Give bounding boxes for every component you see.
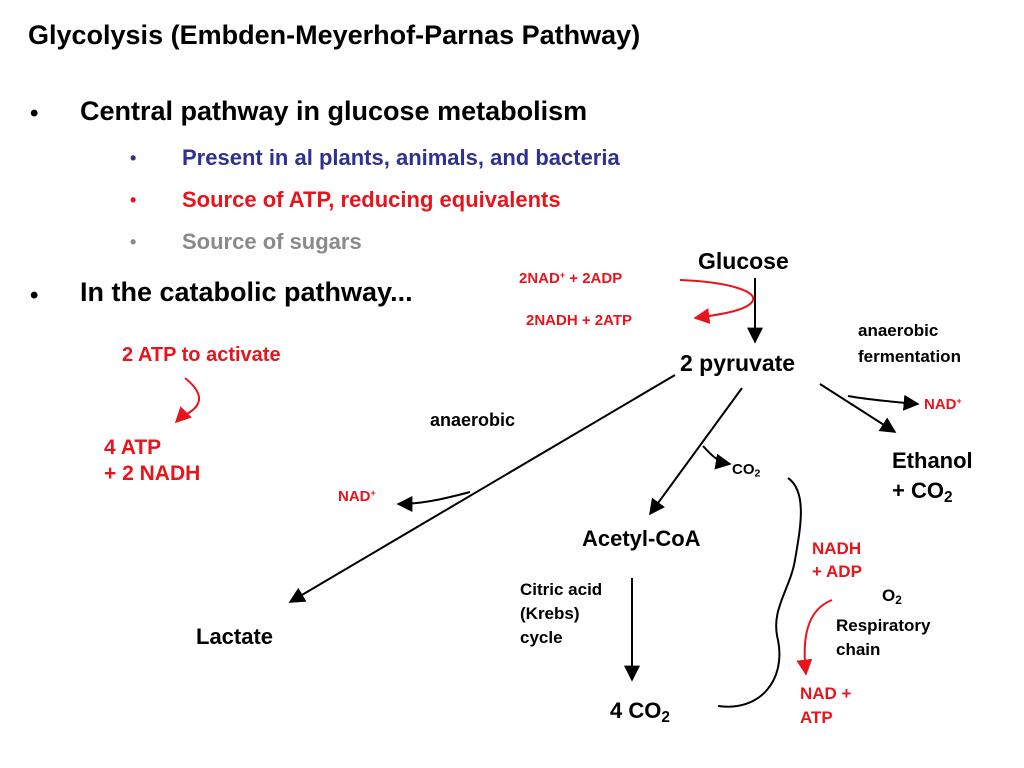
label-respiratory-chain: Respiratory chain [836, 616, 931, 659]
arrow-respiratory [796, 599, 833, 676]
bullet-dot: • [130, 232, 137, 252]
label-co2-small: CO2 [732, 461, 761, 480]
label-o2: O2 [882, 586, 902, 607]
label-nadh-atp: 2NADH + 2ATP [526, 312, 632, 329]
arrow-nad-right [847, 394, 920, 411]
arrow-nad-left [396, 491, 471, 512]
node-acetyl-coa: Acetyl-CoA [582, 526, 701, 551]
connector-co2-brace [717, 477, 802, 708]
node-pyruvate: 2 pyruvate [680, 350, 796, 376]
label-atp-activate: 2 ATP to activate [122, 344, 281, 366]
bullet-central-pathway: Central pathway in glucose metabolism [80, 96, 588, 126]
arrow-pyruvate-ethanol [819, 383, 897, 433]
node-lactate: Lactate [196, 624, 274, 649]
node-glucose: Glucose [698, 248, 789, 274]
arrow-pyruvate-lactate [288, 374, 676, 603]
label-nad-right: NAD+ [924, 396, 962, 413]
label-anaerobic-fermentation: anaerobic fermentation [858, 321, 961, 366]
label-nad-atp: NAD + ATP [800, 684, 852, 727]
node-four-co2: 4 CO2 [610, 698, 670, 726]
slide-title: Glycolysis (Embden-Meyerhof-Parnas Pathw… [28, 20, 641, 50]
bullet-dot: • [130, 190, 137, 210]
bullet-dot: • [30, 100, 39, 127]
label-citric-acid-cycle: Citric acid (Krebs) cycle [520, 580, 603, 647]
bullet-dot: • [130, 148, 137, 168]
node-ethanol: Ethanol + CO2 [892, 448, 973, 506]
bullet-present-in: Present in al plants, animals, and bacte… [182, 145, 620, 170]
label-atp-yield: 4 ATP + 2 NADH [104, 436, 201, 486]
label-nad-left: NAD+ [338, 488, 376, 505]
label-nad-adp: 2NAD+ + 2ADP [519, 270, 623, 287]
bullet-dot: • [30, 282, 39, 309]
bullet-source-atp: Source of ATP, reducing equivalents [182, 187, 561, 212]
bullet-catabolic: In the catabolic pathway... [80, 277, 413, 307]
arrow-atp-activation [174, 377, 200, 424]
label-anaerobic: anaerobic [430, 410, 516, 430]
label-nadh-adp: NADH + ADP [812, 539, 862, 581]
arrow-pyruvate-acetylcoa [649, 387, 743, 516]
bullet-source-sugars: Source of sugars [182, 229, 362, 254]
arrow-nad-nadh [679, 279, 755, 325]
arrow-co2-branch [702, 445, 732, 470]
